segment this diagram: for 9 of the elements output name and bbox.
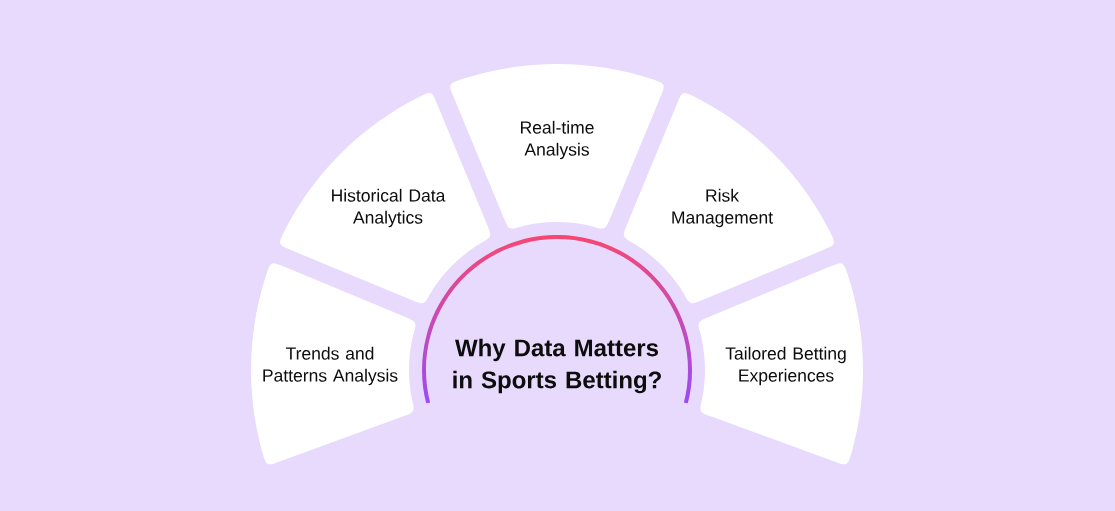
sector-card: Trends and Patterns Analysis xyxy=(251,263,416,465)
node-label: Trends and Patterns Analysis xyxy=(263,346,398,386)
sector-card: Risk Management xyxy=(623,93,834,304)
title: Why Data Matters in Sports Betting? xyxy=(453,338,661,394)
sector-card: Historical Data Analytics xyxy=(280,93,491,304)
node-label: Real-time Analysis xyxy=(521,120,594,160)
sector-card: Tailored Betting Experiences xyxy=(698,263,863,465)
node-label: Tailored Betting Experiences xyxy=(725,346,846,386)
sector-card: Real-time Analysis xyxy=(450,64,664,229)
